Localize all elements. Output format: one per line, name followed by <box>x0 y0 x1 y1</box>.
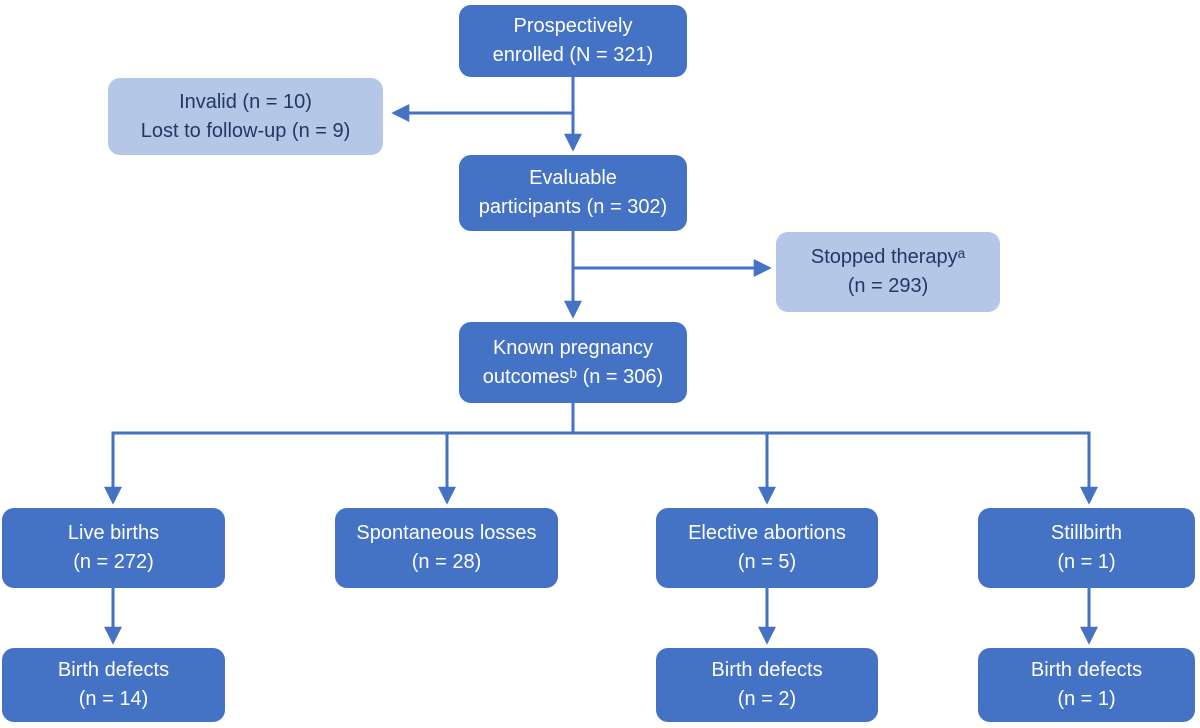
node-known-pregnancy-outcomes: Known pregnancy outcomesᵇ (n = 306) <box>459 322 687 403</box>
node-text-line: Live births <box>67 522 160 544</box>
node-text-line: participants (n = 302) <box>478 196 668 218</box>
node-text-line: Prospectively <box>513 15 633 37</box>
node-text-line: enrolled (N = 321) <box>492 44 654 66</box>
node-birth-defects-elective: Birth defects (n = 2) <box>656 648 878 722</box>
node-text-line: Elective abortions <box>688 522 846 544</box>
node-birth-defects-live-births: Birth defects (n = 14) <box>2 648 225 722</box>
node-text-line: Spontaneous losses <box>356 522 537 544</box>
node-text-line: Stillbirth <box>1050 522 1123 544</box>
node-text-line: Invalid (n = 10) <box>179 90 312 113</box>
node-evaluable-participants: Evaluable participants (n = 302) <box>459 155 687 231</box>
node-text-line: Evaluable <box>529 167 617 189</box>
node-text-line: (n = 28) <box>411 551 482 573</box>
node-birth-defects-stillbirth: Birth defects (n = 1) <box>978 648 1195 722</box>
node-live-births: Live births (n = 272) <box>2 508 225 588</box>
node-text-line: (n = 1) <box>1057 551 1116 573</box>
node-text-line: (n = 2) <box>737 688 797 710</box>
node-text-line: Stopped therapyᵃ <box>810 246 966 268</box>
node-text-line: Lost to follow-up (n = 9) <box>140 119 351 142</box>
node-text-line: (n = 293) <box>847 275 929 297</box>
node-elective-abortions: Elective abortions (n = 5) <box>656 508 878 588</box>
node-text-line: (n = 272) <box>73 551 154 573</box>
node-spontaneous-losses: Spontaneous losses (n = 28) <box>335 508 558 588</box>
node-prospectively-enrolled: Prospectively enrolled (N = 321) <box>459 5 687 77</box>
node-text-line: Birth defects <box>711 659 823 681</box>
node-invalid-lost-to-follow-up: Invalid (n = 10) Lost to follow-up (n = … <box>108 78 383 155</box>
node-stillbirth: Stillbirth (n = 1) <box>978 508 1195 588</box>
node-text-line: Birth defects <box>57 659 170 681</box>
node-text-line: Birth defects <box>1030 659 1143 681</box>
node-text-line: Known pregnancy <box>492 336 654 359</box>
node-text-line: outcomesᵇ (n = 306) <box>482 365 664 388</box>
node-text-line: (n = 14) <box>78 688 149 710</box>
node-text-line: (n = 5) <box>737 551 797 573</box>
node-stopped-therapy: Stopped therapyᵃ (n = 293) <box>776 232 1000 312</box>
node-text-line: (n = 1) <box>1057 688 1116 710</box>
